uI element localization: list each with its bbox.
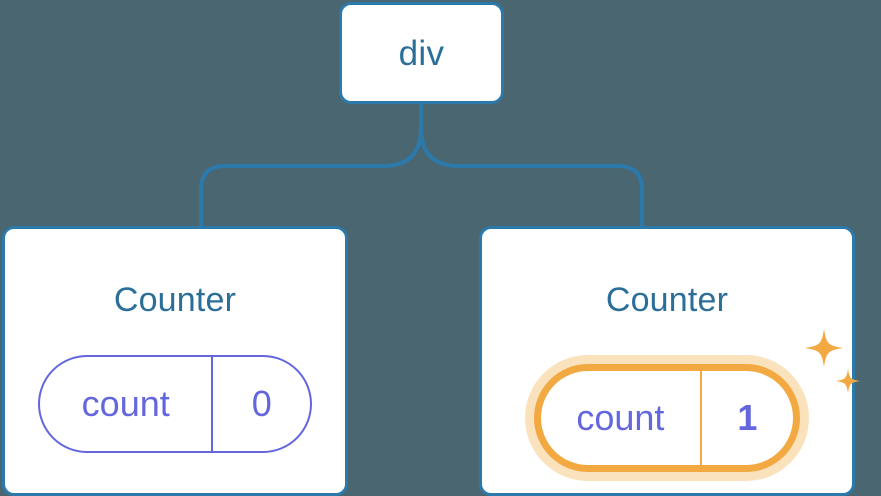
state-value-right: 1 bbox=[699, 371, 793, 465]
node-counter-left[interactable]: Counter count 0 bbox=[2, 226, 348, 496]
connector-to-left-child bbox=[199, 103, 423, 228]
state-key-left: count bbox=[81, 383, 170, 424]
state-pill-right[interactable]: count 1 bbox=[541, 371, 793, 465]
connector-to-right-child bbox=[419, 103, 644, 228]
node-div[interactable]: div bbox=[339, 2, 504, 104]
node-counter-right-title: Counter bbox=[605, 281, 729, 319]
state-pill-right-glow: count 1 bbox=[525, 355, 809, 481]
sparkle-small-icon bbox=[836, 369, 860, 393]
state-pill-right-ring: count 1 bbox=[534, 364, 800, 472]
state-pill-right-wrapper: count 1 bbox=[525, 329, 860, 481]
state-key-right: count bbox=[576, 397, 665, 438]
node-div-label: div bbox=[398, 33, 445, 73]
state-pill-left[interactable]: count 0 bbox=[38, 355, 312, 453]
sparkle-large-icon bbox=[805, 329, 843, 367]
node-counter-left-title: Counter bbox=[113, 281, 237, 319]
sparkles-group bbox=[805, 329, 860, 393]
node-counter-right[interactable]: Counter count 1 bbox=[479, 226, 860, 496]
state-pill-left-wrapper: count 0 bbox=[38, 355, 312, 453]
state-value-left: 0 bbox=[211, 357, 310, 451]
